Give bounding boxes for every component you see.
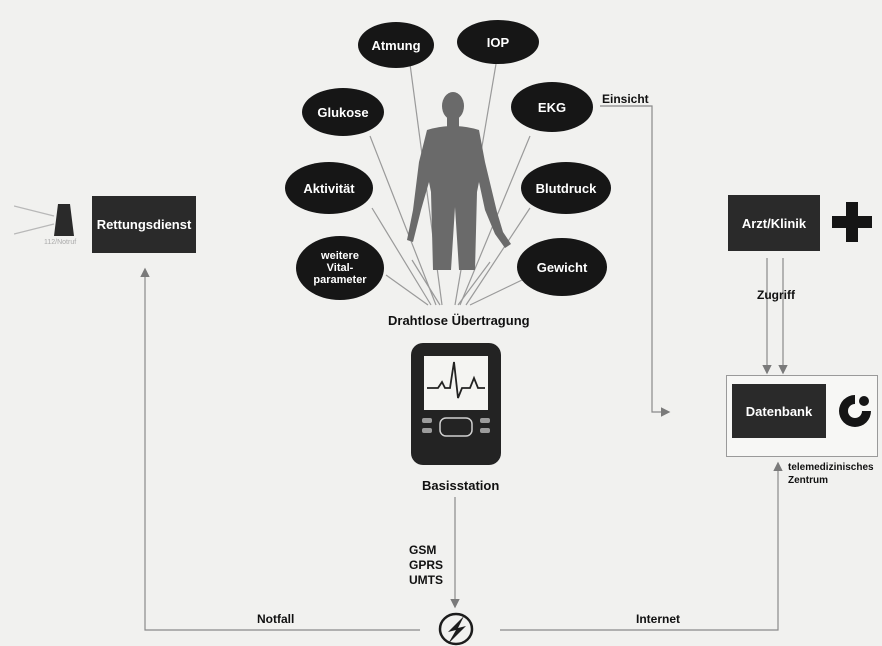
notfall-arrow [140,267,420,631]
base-station-label: Basisstation [422,478,500,493]
internet-label: Internet [636,612,681,626]
datenbank-box: Datenbank [732,384,826,438]
sensor-iop-label: IOP [486,34,510,50]
human-figure-icon [407,92,511,270]
antenna-icon [438,612,474,646]
siren-icon: 112/Notruf [14,204,76,246]
sensor-aktivitaet: Aktivität [285,162,373,214]
gprs-label: GPRS [409,558,444,572]
sensor-ekg: EKG [511,82,593,132]
zugriff-label: Zugriff [757,288,795,302]
rettungsdienst-box: Rettungsdienst [92,196,196,253]
sensor-weitere-vitalparameter: weitere Vital- parameter [296,236,384,300]
sensor-aktivitaet-label: Aktivität [303,180,355,196]
sensor-glukose: Glukose [302,88,384,136]
notfall-label: Notfall [257,612,295,626]
siren-text: 112/Notruf [44,239,76,246]
medical-cross-icon [832,202,872,242]
datenbank-label: Datenbank [745,403,813,419]
sensor-glukose-label: Glukose [317,104,369,120]
wireless-label: Drahtlose Übertragung [388,313,530,328]
ecg-device-icon [411,343,501,465]
sensor-gewicht: Gewicht [517,238,607,296]
sensor-weitere-label: weitere Vital- parameter [313,250,367,286]
sensor-iop: IOP [457,20,539,64]
telemed-label-2: Zentrum [788,475,828,486]
umts-label: UMTS [409,573,443,587]
sensor-gewicht-label: Gewicht [536,259,588,275]
einsicht-label: Einsicht [602,92,649,106]
sensor-blutdruck-label: Blutdruck [535,180,597,196]
gsm-label: GSM [409,543,437,557]
sensor-blutdruck: Blutdruck [521,162,611,214]
sensor-atmung-label: Atmung [371,37,421,53]
telemed-label-1: telemedizinisches [788,462,874,473]
sensor-ekg-label: EKG [537,99,567,115]
arzt-klinik-label: Arzt/Klinik [741,215,807,231]
rettungsdienst-label: Rettungsdienst [96,217,192,232]
einsicht-arrow [600,105,671,417]
sensor-atmung: Atmung [358,22,434,68]
database-logo-icon [839,395,871,427]
internet-arrow [500,461,783,631]
arzt-klinik-box: Arzt/Klinik [728,195,820,251]
